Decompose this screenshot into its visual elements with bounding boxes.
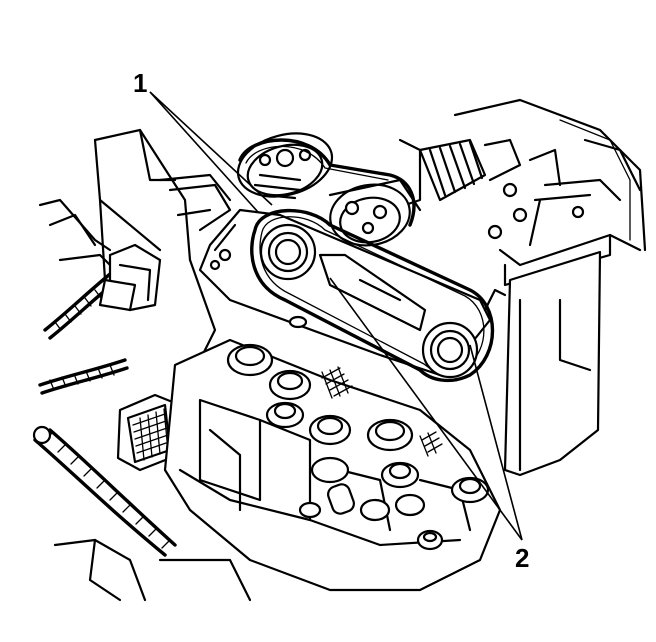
callout-1-leaders [149, 91, 273, 213]
guide-bolt [288, 315, 308, 329]
callout-2-label: 2 [515, 543, 529, 573]
electrical-connector [116, 393, 182, 472]
block-hatching [321, 366, 443, 457]
callout-2-leaders [329, 277, 523, 541]
callout-1-label: 1 [133, 68, 147, 98]
cable-conduit-left [32, 425, 177, 557]
sprocket-lower-right [421, 321, 479, 379]
sprocket-upper-left [259, 223, 317, 281]
camshaft-sprocket-rear [236, 132, 334, 200]
engine-block-right [453, 98, 647, 477]
intake-boot [398, 138, 522, 207]
engine-bosses [226, 343, 490, 551]
tensioner-pin [483, 288, 507, 312]
timing-chain-upper [238, 138, 416, 227]
wiring-harness-left [38, 198, 162, 395]
